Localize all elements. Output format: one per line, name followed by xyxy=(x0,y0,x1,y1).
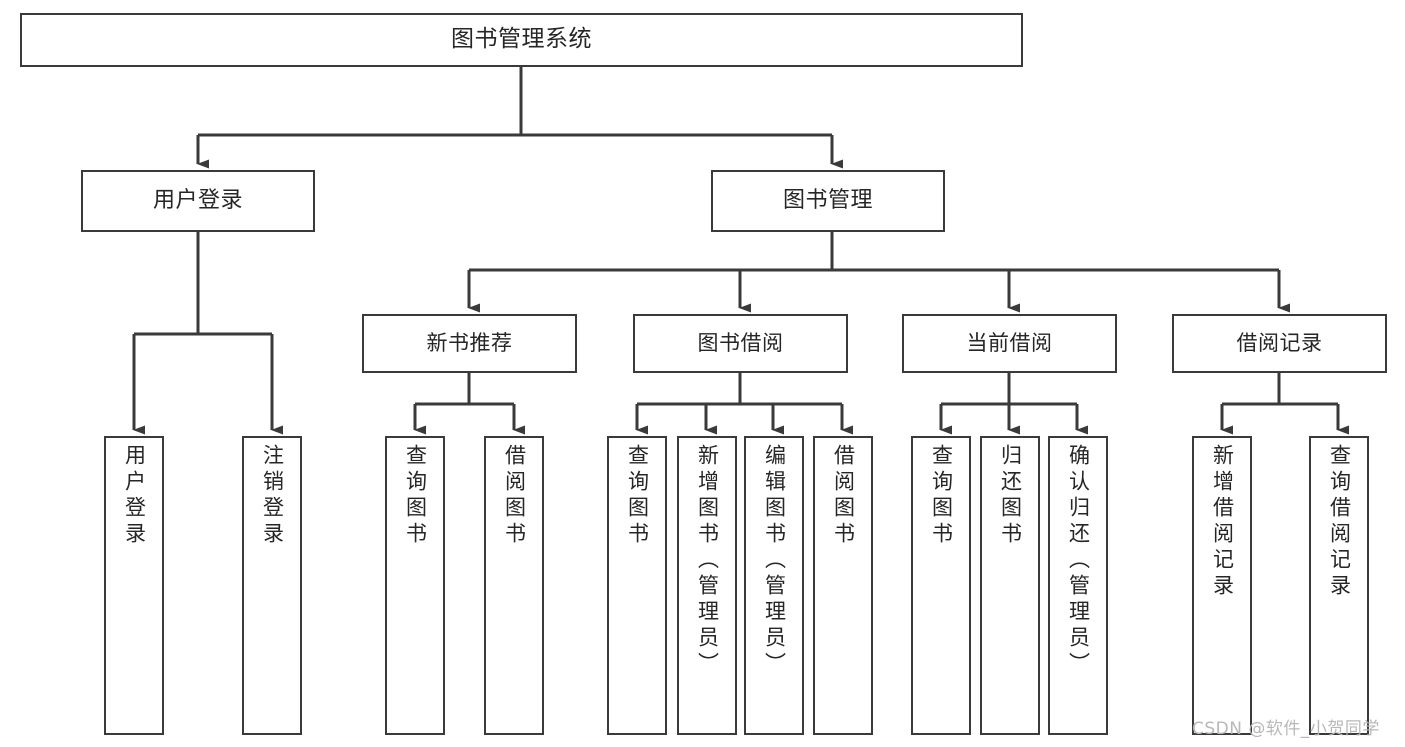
node-label: 用户登录 xyxy=(122,444,147,548)
node-label: 查询图书 xyxy=(403,444,428,548)
leaf-borrow-record-query-record[interactable]: 查询借阅记录 xyxy=(1309,436,1369,735)
node-label: 借阅图书 xyxy=(831,444,856,548)
node-label: 借阅记录 xyxy=(1236,331,1323,356)
node-label: 借阅图书 xyxy=(502,444,527,548)
leaf-new-book-query-book[interactable]: 查询图书 xyxy=(385,436,445,735)
leaf-current-borrow-return-book[interactable]: 归还图书 xyxy=(980,436,1040,735)
leaf-book-borrow-borrow-book[interactable]: 借阅图书 xyxy=(813,436,873,735)
leaf-current-borrow-confirm-return-admin[interactable]: 确认归还（管理员） xyxy=(1048,436,1108,735)
node-label: 新增借阅记录 xyxy=(1210,444,1235,600)
leaf-new-book-borrow-book[interactable]: 借阅图书 xyxy=(484,436,544,735)
leaf-user-login-logout[interactable]: 注销登录 xyxy=(242,436,302,735)
node-label: 图书借阅 xyxy=(697,331,784,356)
node-book-management[interactable]: 图书管理 xyxy=(711,170,945,232)
node-label: 图书管理系统 xyxy=(451,26,592,53)
node-label: 查询图书 xyxy=(625,444,650,548)
leaf-book-borrow-query-book[interactable]: 查询图书 xyxy=(607,436,667,735)
node-label: 注销登录 xyxy=(260,444,285,548)
node-current-borrow[interactable]: 当前借阅 xyxy=(902,314,1117,373)
leaf-current-borrow-query-book[interactable]: 查询图书 xyxy=(911,436,971,735)
leaf-book-borrow-add-book-admin[interactable]: 新增图书（管理员） xyxy=(677,436,737,735)
node-label: 编辑图书（管理员） xyxy=(762,444,787,678)
node-borrow-record[interactable]: 借阅记录 xyxy=(1172,314,1387,373)
csdn-watermark: CSDN @软件_小贺同学 xyxy=(1192,719,1380,739)
leaf-user-login-login[interactable]: 用户登录 xyxy=(104,436,164,735)
node-label: 查询借阅记录 xyxy=(1327,444,1352,600)
node-label: 归还图书 xyxy=(998,444,1023,548)
node-user-login[interactable]: 用户登录 xyxy=(81,170,315,232)
node-book-borrow[interactable]: 图书借阅 xyxy=(633,314,848,373)
node-new-book-recommend[interactable]: 新书推荐 xyxy=(362,314,577,373)
node-label: 当前借阅 xyxy=(966,331,1053,356)
node-label: 查询图书 xyxy=(929,444,954,548)
node-label: 图书管理 xyxy=(782,188,873,214)
node-label: 新增图书（管理员） xyxy=(695,444,720,678)
node-root-book-management-system[interactable]: 图书管理系统 xyxy=(20,13,1023,67)
leaf-book-borrow-edit-book-admin[interactable]: 编辑图书（管理员） xyxy=(744,436,804,735)
node-label: 用户登录 xyxy=(152,188,243,214)
node-label: 新书推荐 xyxy=(426,331,513,356)
leaf-borrow-record-add-record[interactable]: 新增借阅记录 xyxy=(1192,436,1252,735)
node-label: 确认归还（管理员） xyxy=(1066,444,1091,678)
